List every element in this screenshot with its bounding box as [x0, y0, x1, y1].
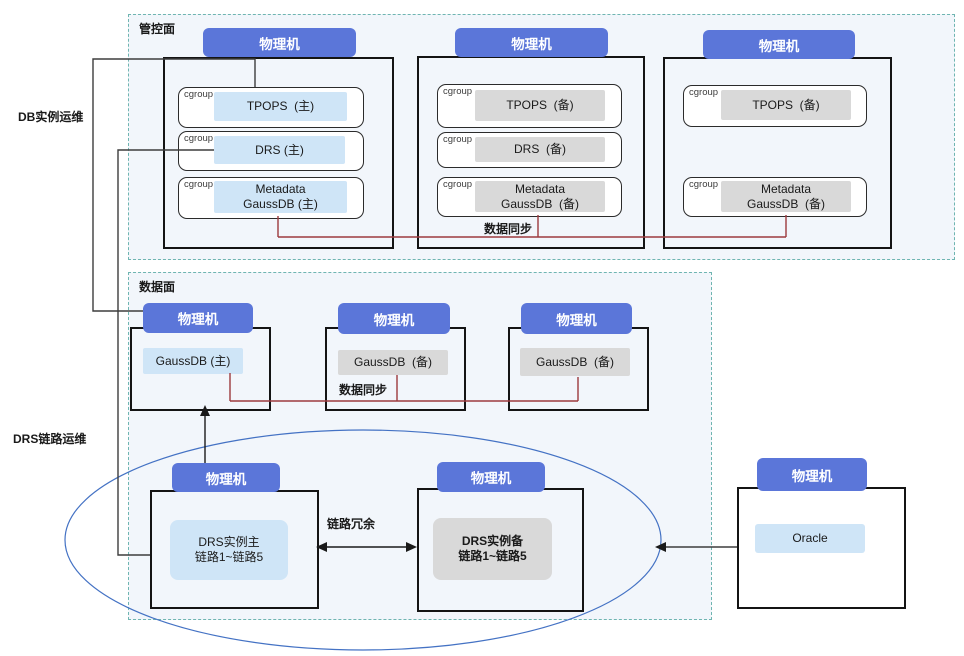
machine-title: 物理机	[203, 28, 356, 57]
machine-title: 物理机	[703, 30, 855, 59]
drs-primary: DRS (主)	[214, 136, 345, 164]
cgroup-tag: cgroup	[184, 179, 214, 190]
cgroup-tag: cgroup	[184, 133, 214, 144]
tpops-standby: TPOPS (备)	[475, 90, 605, 121]
tpops-primary: TPOPS (主)	[214, 92, 347, 121]
gaussdb-standby: GaussDB (备)	[338, 350, 448, 375]
drs-instance-standby: DRS实例备 链路1~链路5	[433, 518, 552, 580]
drs-link-ops-label: DRS链路运维	[13, 432, 87, 446]
cgroup-tag: cgroup	[689, 179, 719, 190]
drs-standby: DRS (备)	[475, 137, 605, 162]
machine-title: 物理机	[455, 28, 608, 57]
machine-frame	[417, 56, 645, 249]
mgmt-data-sync-label: 数据同步	[484, 222, 533, 236]
machine-title: 物理机	[338, 303, 450, 334]
gaussdb-standby: GaussDB (备)	[520, 348, 630, 376]
metadata-gaussdb-standby: Metadata GaussDB (备)	[475, 181, 605, 212]
cgroup-tag: cgroup	[443, 179, 473, 190]
cgroup-tag: cgroup	[689, 87, 719, 98]
db-instance-ops-label: DB实例运维	[18, 110, 84, 124]
machine-title: 物理机	[143, 303, 253, 333]
tpops-standby: TPOPS (备)	[721, 90, 851, 120]
gaussdb-primary: GaussDB (主)	[143, 348, 243, 374]
machine-title: 物理机	[521, 303, 632, 334]
cgroup-tag: cgroup	[443, 134, 473, 145]
metadata-gaussdb-standby: Metadata GaussDB (备)	[721, 181, 851, 212]
mgmt-plane-label: 管控面	[139, 22, 176, 36]
metadata-gaussdb-primary: Metadata GaussDB (主)	[214, 181, 347, 213]
machine-title: 物理机	[437, 462, 545, 492]
cgroup-tag: cgroup	[184, 89, 214, 100]
data-plane-label: 数据面	[139, 280, 176, 294]
link-redundancy-label: 链路冗余	[327, 517, 376, 531]
drs-instance-primary: DRS实例主 链路1~链路5	[170, 520, 288, 580]
oracle-box: Oracle	[755, 524, 865, 553]
machine-title: 物理机	[172, 463, 280, 492]
dp-data-sync-label: 数据同步	[339, 383, 388, 397]
machine-title: 物理机	[757, 458, 867, 491]
cgroup-tag: cgroup	[443, 86, 473, 97]
